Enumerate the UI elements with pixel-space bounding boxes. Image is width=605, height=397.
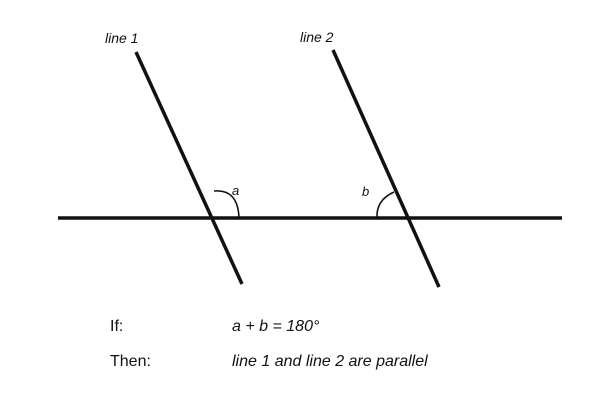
if-label: If:	[110, 318, 123, 335]
then-text: line 1 and line 2 are parallel	[232, 353, 428, 370]
line-1-label: line 1	[105, 30, 138, 46]
line-1	[134, 51, 244, 285]
angle-b-arc	[376, 191, 395, 219]
line-2-label: line 2	[300, 29, 334, 45]
then-label: Then:	[110, 353, 151, 370]
if-text: a + b = 180°	[232, 318, 320, 335]
angle-b-label: b	[362, 184, 369, 199]
angle-a-arc	[213, 190, 240, 219]
line-2	[331, 49, 441, 288]
angle-a-label: a	[232, 183, 239, 198]
